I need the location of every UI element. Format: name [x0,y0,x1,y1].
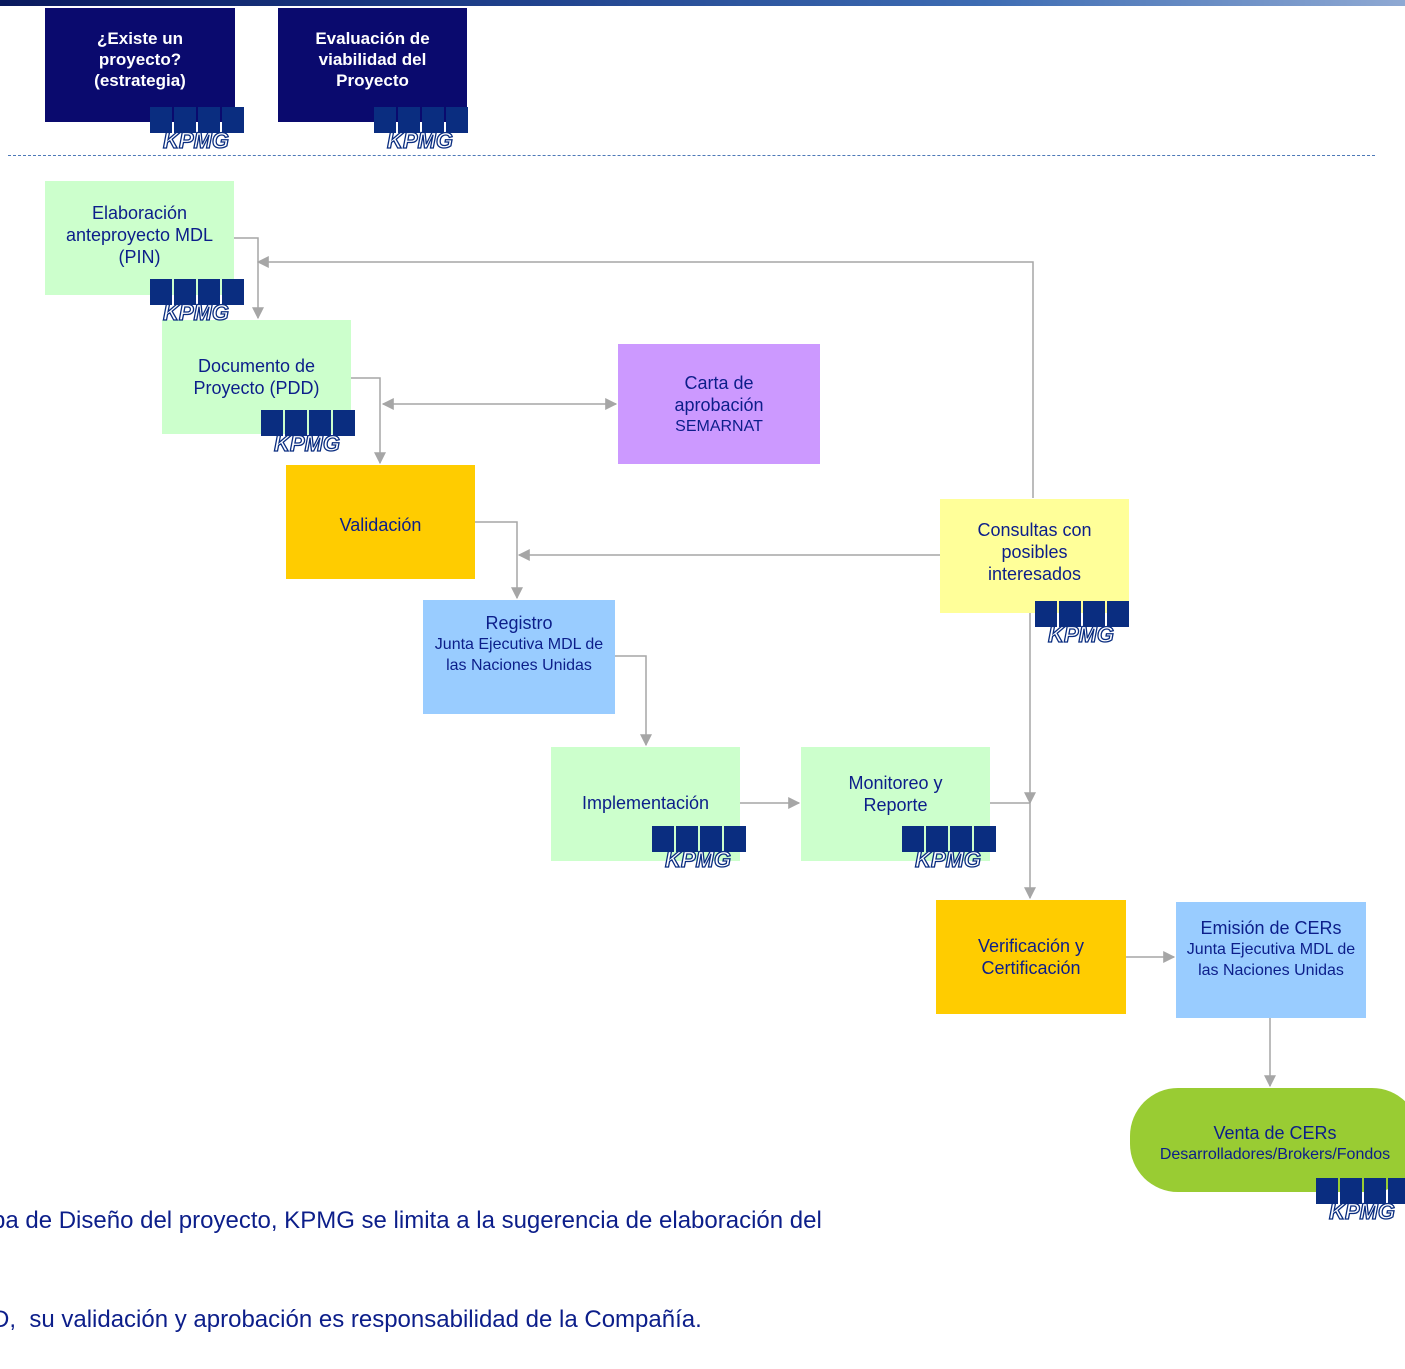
validacion-box: Validación [286,465,475,579]
kpmg-logo: KPMG [652,826,746,869]
venta-oval: Venta de CERs Desarrolladores/Brokers/Fo… [1130,1088,1405,1192]
svg-text:KPMG: KPMG [274,431,340,453]
viability-label: Evaluación de viabilidad del Proyecto [315,29,430,90]
connector-consultas-pin [256,256,1034,498]
section-divider [8,155,1375,156]
kpmg-logo: KPMG [902,826,996,869]
emision-sublabel: Junta Ejecutiva MDL de las Naciones Unid… [1186,941,1356,979]
carta-box: Carta de aprobación SEMARNAT [618,344,820,464]
svg-text:KPMG: KPMG [1329,1199,1395,1221]
kpmg-logo: KPMG [150,279,244,322]
svg-text:KPMG: KPMG [387,128,453,150]
venta-label: Venta de CERs [1213,1123,1337,1143]
carta-sublabel: SEMARNAT [675,417,763,435]
connector-pdd-validacion [351,377,386,465]
footnote: pa de Diseño del proyecto, KPMG se limit… [0,1138,1112,1369]
footnote-line: pa de Diseño del proyecto, KPMG se limit… [0,1207,822,1234]
svg-text:KPMG: KPMG [1048,622,1114,644]
strategy-label: ¿Existe un proyecto? (estrategia) [94,29,186,90]
kpmg-logo: KPMG [150,107,244,150]
strategy-box: ¿Existe un proyecto? (estrategia) [45,8,235,122]
connector-validacion-registro [475,521,523,600]
svg-text:KPMG: KPMG [665,847,731,869]
viability-box: Evaluación de viabilidad del Proyecto [278,8,467,122]
kpmg-logo: KPMG [1035,601,1129,644]
svg-text:KPMG: KPMG [163,300,229,322]
validacion-label: Validación [339,515,422,535]
svg-text:KPMG: KPMG [163,128,229,150]
consultas-box: Consultas con posibles interesados [940,499,1129,613]
kpmg-logo: KPMG [1316,1178,1405,1221]
consultas-label: Consultas con posibles interesados [977,520,1092,584]
implementacion-label: Implementación [581,793,710,813]
registro-label: Registro [485,613,553,633]
connector-monitoreo-verificacion [990,802,1036,900]
registro-box: Registro Junta Ejecutiva MDL de las Naci… [423,600,615,714]
pin-box: Elaboración anteproyecto MDL (PIN) [45,181,234,295]
emision-box: Emisión de CERs Junta Ejecutiva MDL de l… [1176,902,1366,1018]
emision-label: Emisión de CERs [1200,918,1342,938]
connector-registro-implementacion [615,655,652,747]
monitoreo-label: Monitoreo y Reporte [848,773,943,815]
kpmg-logo: KPMG [374,107,468,150]
venta-sublabel: Desarrolladores/Brokers/Fondos [1159,1146,1391,1163]
connector-layer [234,237,1276,1088]
kpmg-logo: KPMG [261,410,355,453]
monitoreo-box: Monitoreo y Reporte [801,747,990,861]
verificacion-label: Verificación y Certificación [977,936,1085,978]
connector-pin-pdd [234,237,264,320]
footnote-line: D, su validación y aprobación es respons… [0,1306,702,1333]
registro-sublabel: Junta Ejecutiva MDL de las Naciones Unid… [434,636,604,674]
carta-label: Carta de aprobación [674,372,764,415]
pin-label: Elaboración anteproyecto MDL (PIN) [65,203,214,267]
header-band [0,0,1405,6]
svg-text:KPMG: KPMG [915,847,981,869]
verificacion-box: Verificación y Certificación [936,900,1126,1014]
pdd-label: Documento de Proyecto (PDD) [193,356,320,398]
